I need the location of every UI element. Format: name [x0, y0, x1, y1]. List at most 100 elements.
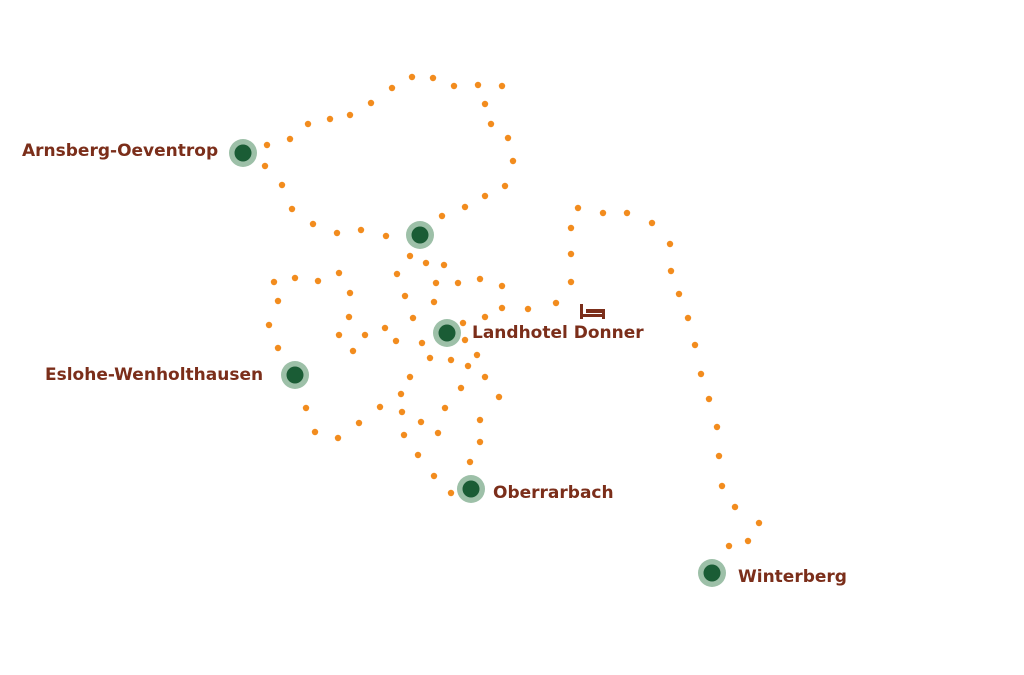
route-dot [705, 395, 713, 403]
label-oberrarbach: Oberrarbach [493, 483, 614, 503]
route-dot [498, 304, 506, 312]
route-dot [426, 354, 434, 362]
route-dots [261, 73, 763, 550]
route-dot [509, 157, 517, 165]
label-winterberg: Winterberg [738, 567, 847, 587]
route-dot [524, 305, 532, 313]
route-dot [481, 192, 489, 200]
route-dot [623, 209, 631, 217]
route-dot [430, 298, 438, 306]
route-dot [648, 219, 656, 227]
route-dot [432, 279, 440, 287]
route-dot [430, 472, 438, 480]
route-dot [567, 224, 575, 232]
route-dot [326, 115, 334, 123]
route-dot [291, 274, 299, 282]
route-dot [501, 182, 509, 190]
route-dot [713, 423, 721, 431]
route-dot [314, 277, 322, 285]
route-dot [457, 384, 465, 392]
route-dot [357, 226, 365, 234]
route-dot [409, 314, 417, 322]
route-dot [263, 141, 271, 149]
route-dot [288, 205, 296, 213]
route-dot [334, 434, 342, 442]
route-dot [361, 331, 369, 339]
route-dot [278, 181, 286, 189]
route-dot [441, 404, 449, 412]
route-dot [440, 261, 448, 269]
route-dot [718, 482, 726, 490]
route-dot [552, 299, 560, 307]
marker-arnsberg[interactable] [229, 139, 257, 167]
route-dot [461, 203, 469, 211]
route-dot [382, 232, 390, 240]
route-dot [495, 393, 503, 401]
route-dot [481, 313, 489, 321]
route-dot [376, 403, 384, 411]
route-dot [406, 252, 414, 260]
route-dot [418, 339, 426, 347]
marker-landhotel-donner[interactable] [433, 319, 461, 347]
route-dot [304, 120, 312, 128]
route-dot [406, 373, 414, 381]
marker-waypoint[interactable] [406, 221, 434, 249]
route-dot [346, 111, 354, 119]
route-dot [697, 370, 705, 378]
route-dot [355, 419, 363, 427]
route-dot [335, 331, 343, 339]
route-dot [417, 418, 425, 426]
marker-eslohe[interactable] [281, 361, 309, 389]
route-dot [302, 404, 310, 412]
route-dot [466, 458, 474, 466]
route-dot [447, 489, 455, 497]
bed-icon [580, 304, 605, 319]
route-dot [666, 240, 674, 248]
route-dot [422, 259, 430, 267]
route-dot [498, 282, 506, 290]
route-dot [691, 341, 699, 349]
route-dot [311, 428, 319, 436]
route-dot [400, 431, 408, 439]
route-dot [464, 362, 472, 370]
route-dot [393, 270, 401, 278]
route-dot [744, 537, 752, 545]
route-dot [345, 313, 353, 321]
route-dot [408, 73, 416, 81]
route-dot [438, 212, 446, 220]
route-dot [481, 100, 489, 108]
route-dot [731, 503, 739, 511]
marker-oberrarbach[interactable] [457, 475, 485, 503]
route-dot [755, 519, 763, 527]
route-dot [667, 267, 675, 275]
route-dot [335, 269, 343, 277]
route-dot [414, 451, 422, 459]
route-dot [476, 438, 484, 446]
route-dot [474, 81, 482, 89]
route-dot [684, 314, 692, 322]
route-dot [567, 278, 575, 286]
route-dot [454, 279, 462, 287]
marker-winterberg[interactable] [698, 559, 726, 587]
route-dot [270, 278, 278, 286]
route-dot [725, 542, 733, 550]
route-dot [286, 135, 294, 143]
label-landhotel-donner: Landhotel Donner [472, 323, 644, 343]
route-dot [381, 324, 389, 332]
route-dot [461, 336, 469, 344]
route-dot [261, 162, 269, 170]
route-dot [459, 319, 467, 327]
route-dot [274, 344, 282, 352]
route-dot [397, 390, 405, 398]
route-dot [429, 74, 437, 82]
route-dot [434, 429, 442, 437]
route-dot [392, 337, 400, 345]
label-arnsberg: Arnsberg-Oeventrop [22, 141, 219, 161]
route-dot [349, 347, 357, 355]
route-dot [599, 209, 607, 217]
label-eslohe: Eslohe-Wenholthausen [45, 365, 264, 385]
route-dot [476, 275, 484, 283]
route-dot [401, 292, 409, 300]
route-dot [498, 82, 506, 90]
